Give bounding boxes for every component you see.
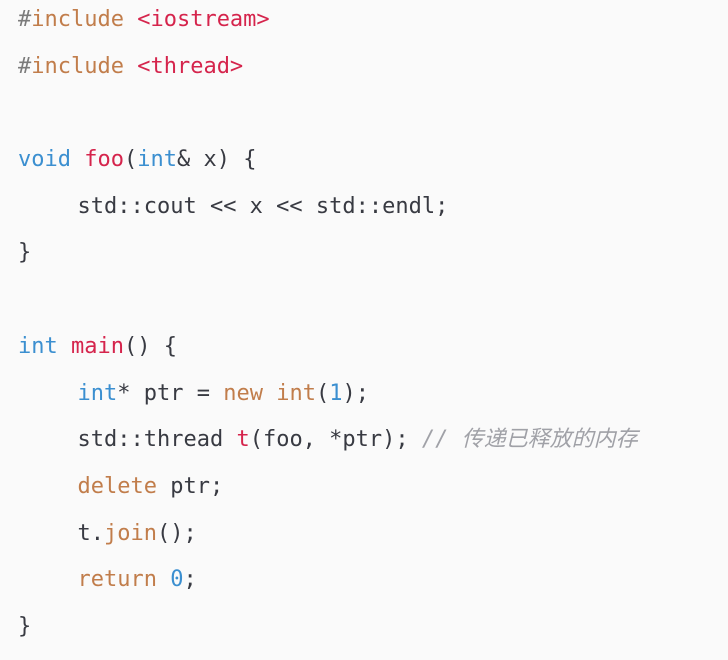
closing-brace: }	[18, 240, 32, 266]
function-name-foo: foo	[84, 147, 124, 173]
code-line-11: delete ptr;	[18, 464, 728, 511]
code-line-9: int* ptr = new int(1);	[18, 371, 728, 418]
type-int-new: int	[276, 380, 316, 406]
ptr-decl: * ptr =	[117, 380, 224, 406]
preprocessor-directive: include	[31, 53, 124, 79]
space	[263, 381, 276, 406]
keyword-new: new	[223, 380, 263, 406]
space	[58, 334, 71, 359]
number-literal: 0	[170, 567, 184, 593]
code-line-13: return 0;	[18, 557, 728, 604]
include-header: <thread>	[137, 53, 244, 79]
space	[124, 54, 137, 79]
type-int: int	[137, 147, 177, 173]
include-header: <iostream>	[137, 7, 270, 32]
code-line-14: }	[18, 604, 728, 651]
space	[124, 7, 137, 32]
method-join: join	[104, 520, 157, 546]
preprocessor-directive: include	[31, 7, 124, 32]
code-line-4: void foo(int& x) {	[18, 137, 728, 184]
code-line-7-blank	[18, 277, 728, 324]
code-line-1: #include <iostream>	[18, 0, 728, 44]
preprocessor-hash: #	[18, 7, 32, 32]
code-line-6: }	[18, 230, 728, 277]
keyword-delete: delete	[77, 473, 157, 499]
space	[157, 567, 170, 592]
params-rest: () {	[123, 333, 177, 359]
space	[71, 147, 84, 172]
code-line-3-blank	[18, 90, 728, 137]
paren-open: (	[315, 380, 330, 406]
number-literal: 1	[329, 380, 343, 406]
paren-close: );	[342, 380, 369, 406]
closing-brace: }	[18, 613, 32, 639]
paren-open: (	[123, 147, 138, 173]
code-line-12: t.join();	[18, 511, 728, 558]
params-rest: & x) {	[176, 147, 257, 173]
delete-target: ptr;	[156, 473, 224, 499]
code-line-10: std::thread t(foo, *ptr); // 传递已释放的内存	[18, 417, 728, 464]
code-comment: // 传递已释放的内存	[421, 427, 638, 453]
statement-cout: std::cout << x << std::endl;	[77, 193, 449, 219]
code-line-2: #include <thread>	[18, 44, 728, 91]
object-t: t.	[77, 520, 105, 546]
keyword-int: int	[18, 333, 58, 359]
semicolon: ;	[183, 567, 197, 593]
type-int: int	[77, 380, 118, 406]
function-name-main: main	[71, 333, 124, 359]
code-line-5: std::cout << x << std::endl;	[18, 184, 728, 231]
thread-type: std::thread	[77, 427, 237, 453]
keyword-return: return	[77, 567, 157, 593]
code-line-8: int main() {	[18, 324, 728, 371]
variable-t: t	[236, 427, 250, 453]
call-rest: ();	[156, 520, 197, 546]
preprocessor-hash: #	[18, 53, 32, 79]
keyword-void: void	[18, 147, 71, 173]
thread-args: (foo, *ptr);	[249, 427, 422, 453]
